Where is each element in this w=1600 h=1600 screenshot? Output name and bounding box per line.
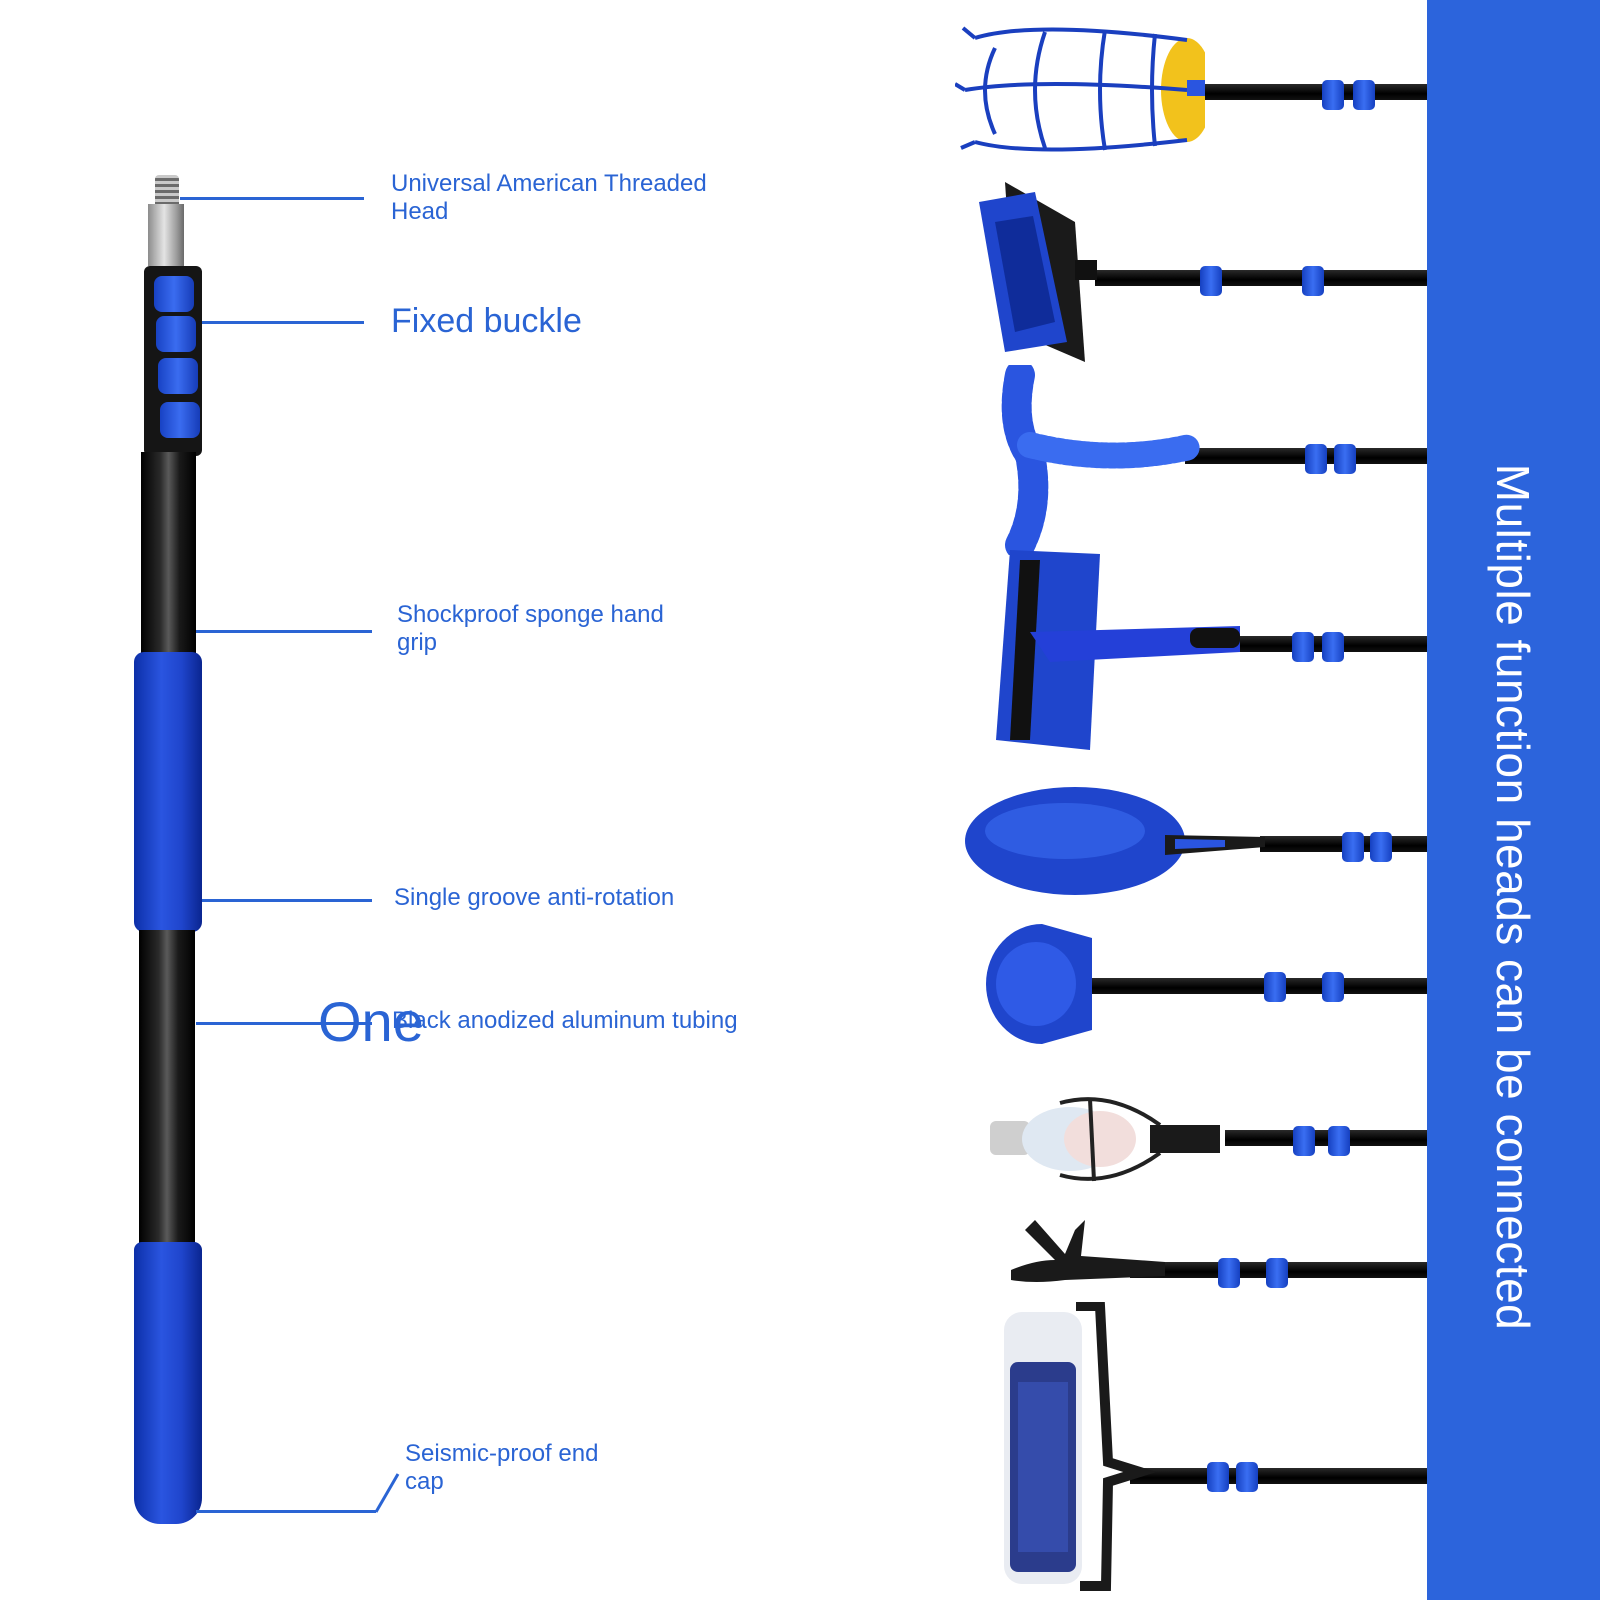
head-rod (1190, 84, 1427, 100)
label-end-cap: Seismic-proof end cap (405, 1440, 599, 1495)
upper-foam-grip (134, 652, 202, 932)
microfiber-duster-icon (965, 787, 1265, 895)
rod-clip (1302, 266, 1324, 296)
buckle-collar (144, 266, 202, 456)
light-bulb-changer-icon (990, 1097, 1220, 1182)
leader-diagonal (374, 1473, 400, 1513)
buckle-clip (160, 402, 200, 438)
rod-clip (1200, 266, 1222, 296)
head-rod (1225, 1130, 1427, 1146)
squeegee-icon (996, 550, 1240, 750)
rod-clip (1292, 632, 1314, 662)
buckle-clip (158, 358, 198, 394)
rod-clip (1370, 832, 1392, 862)
side-panel (1427, 0, 1600, 1600)
label-threaded-head: Universal American Threaded Head (391, 170, 707, 225)
end-cap-grip (134, 1242, 202, 1524)
rod-clip (1353, 80, 1375, 110)
leader-line (202, 321, 364, 324)
rod-clip (1207, 1462, 1229, 1492)
label-tubing: Black anodized aluminum tubing (392, 1007, 738, 1034)
boat-hook-icon (1011, 1220, 1165, 1282)
buckle-clip (154, 276, 194, 312)
buckle-clip (156, 316, 196, 352)
label-hand-grip: Shockproof sponge hand grip (397, 601, 664, 656)
rod-clip (1342, 832, 1364, 862)
threaded-tip-base (148, 204, 184, 266)
fruit-picker-basket-icon (955, 26, 1205, 152)
rod-clip (1266, 1258, 1288, 1288)
rod-clip (1236, 1462, 1258, 1492)
rod-clip (1322, 80, 1344, 110)
label-fixed-buckle: Fixed buckle (391, 302, 582, 340)
rod-clip (1334, 444, 1356, 474)
side-panel-text: Multiple function heads can be connected (1487, 463, 1539, 1331)
leader-line (196, 630, 372, 633)
head-rod (1090, 978, 1427, 994)
leader-line (196, 1510, 376, 1513)
head-rod (1130, 1468, 1427, 1484)
rod-clip (1218, 1258, 1240, 1288)
head-rod (1095, 270, 1427, 286)
lower-tube (139, 930, 195, 1248)
leader-line (180, 197, 364, 200)
rod-clip (1322, 632, 1344, 662)
flexible-duster-icon (1001, 365, 1200, 555)
leader-line (202, 899, 372, 902)
paint-roller-icon (1004, 1302, 1157, 1591)
upper-tube (141, 452, 196, 662)
rod-clip (1322, 972, 1344, 1002)
rod-clip (1328, 1126, 1350, 1156)
cobweb-brush-icon (986, 924, 1092, 1044)
threaded-tip (155, 175, 179, 205)
rod-clip (1264, 972, 1286, 1002)
label-anti-rotation: Single groove anti-rotation (394, 884, 675, 911)
rod-clip (1305, 444, 1327, 474)
rod-clip (1293, 1126, 1315, 1156)
leader-line (196, 1022, 372, 1025)
stray-text-overlay: One (318, 990, 424, 1053)
scrub-brush-icon (979, 182, 1097, 362)
